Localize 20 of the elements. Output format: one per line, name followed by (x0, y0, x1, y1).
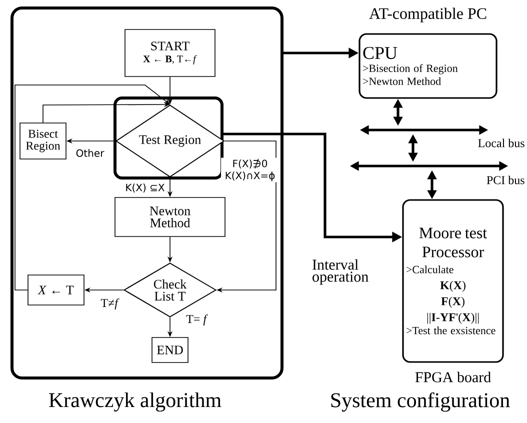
edge-label: T≠f (100, 298, 120, 310)
pc-heading: AT-compatible PC (369, 8, 486, 22)
bus-label: PCI bus (486, 176, 524, 184)
process-box: END (152, 337, 188, 363)
processor-box: Moore test Processor >Calculate K(X) F(X) ||I-YF'(X)|| >Test the exsistence (402, 199, 504, 363)
process-box: START X ← B, T←f (124, 29, 216, 77)
board-caption: FPGA board (415, 372, 491, 382)
panel-heading: Krawczyk algorithm (49, 392, 222, 412)
process-box: Bisect Region (20, 122, 66, 160)
edge-label: Other (74, 148, 106, 158)
bus-label: Local bus (478, 138, 524, 148)
edge-label: K(X) ⊆X (124, 182, 166, 194)
edge-label: F(X)∌0 K(X)∩X=ϕ (221, 158, 279, 182)
edge-label: Interval operation (311, 258, 379, 286)
flowchart-frame (10, 6, 284, 380)
section-heading: System configuration (331, 392, 510, 412)
process-box: X ← T (28, 274, 84, 306)
arrow (14, 84, 170, 290)
process-box: Newton Method (114, 197, 226, 237)
cpu-box: CPU >Bisection of Region >Newton Method (358, 33, 498, 99)
